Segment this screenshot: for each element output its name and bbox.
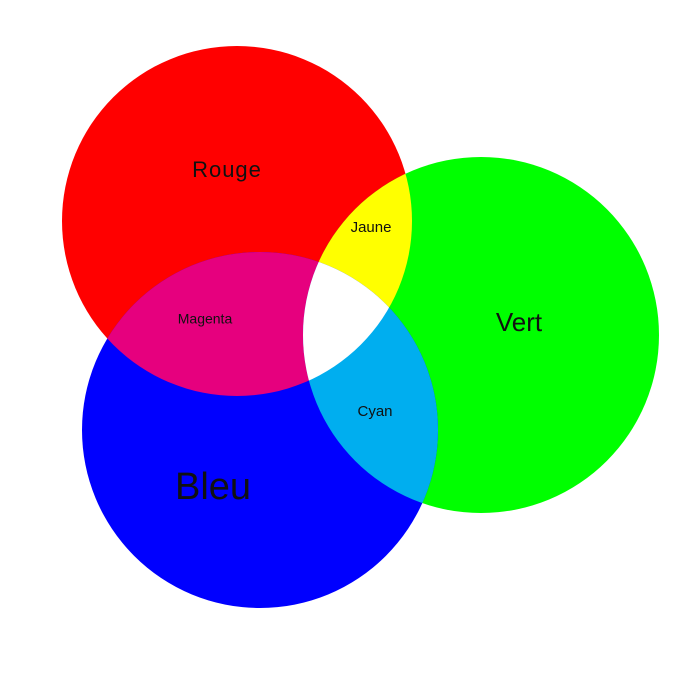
overlap-white-center [303, 252, 412, 396]
label-magenta: Magenta [178, 311, 233, 327]
label-jaune: Jaune [351, 219, 392, 236]
label-vert: Vert [496, 307, 543, 337]
label-rouge: Rouge [192, 157, 262, 182]
overlap-jaune [303, 157, 412, 396]
label-bleu: Bleu [175, 466, 251, 508]
label-cyan: Cyan [357, 403, 392, 420]
